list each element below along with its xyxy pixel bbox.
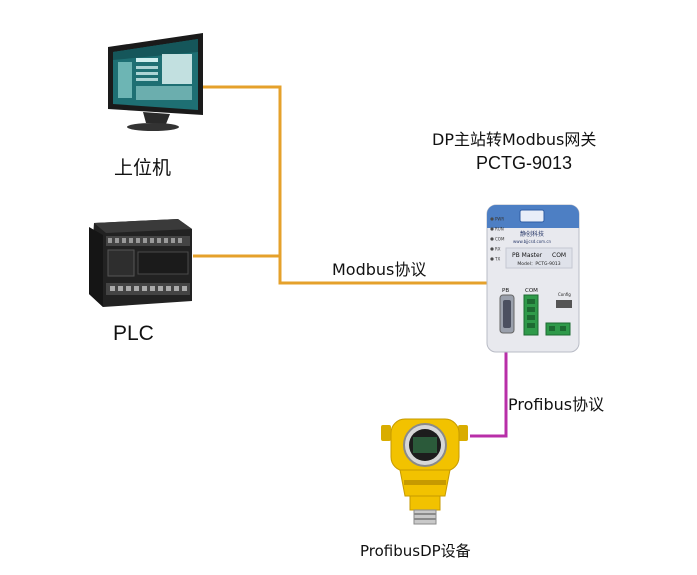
port-pb-label: PB <box>502 288 509 294</box>
gateway-title-label: DP主站转Modbus网关 <box>432 130 597 149</box>
modbus-protocol-label: Modbus协议 <box>332 260 427 279</box>
host-computer-icon <box>108 33 203 131</box>
gateway-product-suffix: COM <box>552 252 566 259</box>
gateway-device: 静创科技 www.bjjcsd.com.cn PWR RUN COM RX TX… <box>486 204 580 353</box>
modbus-link-pc <box>198 85 527 285</box>
gateway-model: Model：PCTG-9013 <box>517 261 560 267</box>
led-label: RX <box>495 247 501 252</box>
gateway-brand: 静创科技 <box>520 230 544 238</box>
led-label: RUN <box>495 227 504 232</box>
gateway-led-panel: PWR RUN COM RX TX <box>490 217 505 262</box>
config-port-icon <box>556 300 572 308</box>
gateway-product: PB Master <box>512 252 543 259</box>
dp-transmitter-icon <box>381 418 468 525</box>
led-run-icon <box>490 227 494 231</box>
dp-device-label: ProfibusDP设备 <box>360 542 471 560</box>
profibus-link <box>470 333 508 438</box>
led-label: COM <box>495 237 505 242</box>
led-com-icon <box>490 237 494 241</box>
led-rx-icon <box>490 247 494 251</box>
gateway-model-label: PCTG-9013 <box>476 153 573 173</box>
led-label: PWR <box>495 217 504 222</box>
led-tx-icon <box>490 257 494 261</box>
led-label: TX <box>494 257 500 262</box>
led-pwr-icon <box>490 217 494 221</box>
port-config-label: Config <box>558 292 571 297</box>
host-computer-label: 上位机 <box>114 157 172 179</box>
plc-icon <box>89 219 192 307</box>
gateway-website: www.bjjcsd.com.cn <box>513 239 552 244</box>
profibus-protocol-label: Profibus协议 <box>508 395 605 414</box>
plc-label: PLC <box>113 322 154 345</box>
port-com-label: COM <box>525 288 538 294</box>
